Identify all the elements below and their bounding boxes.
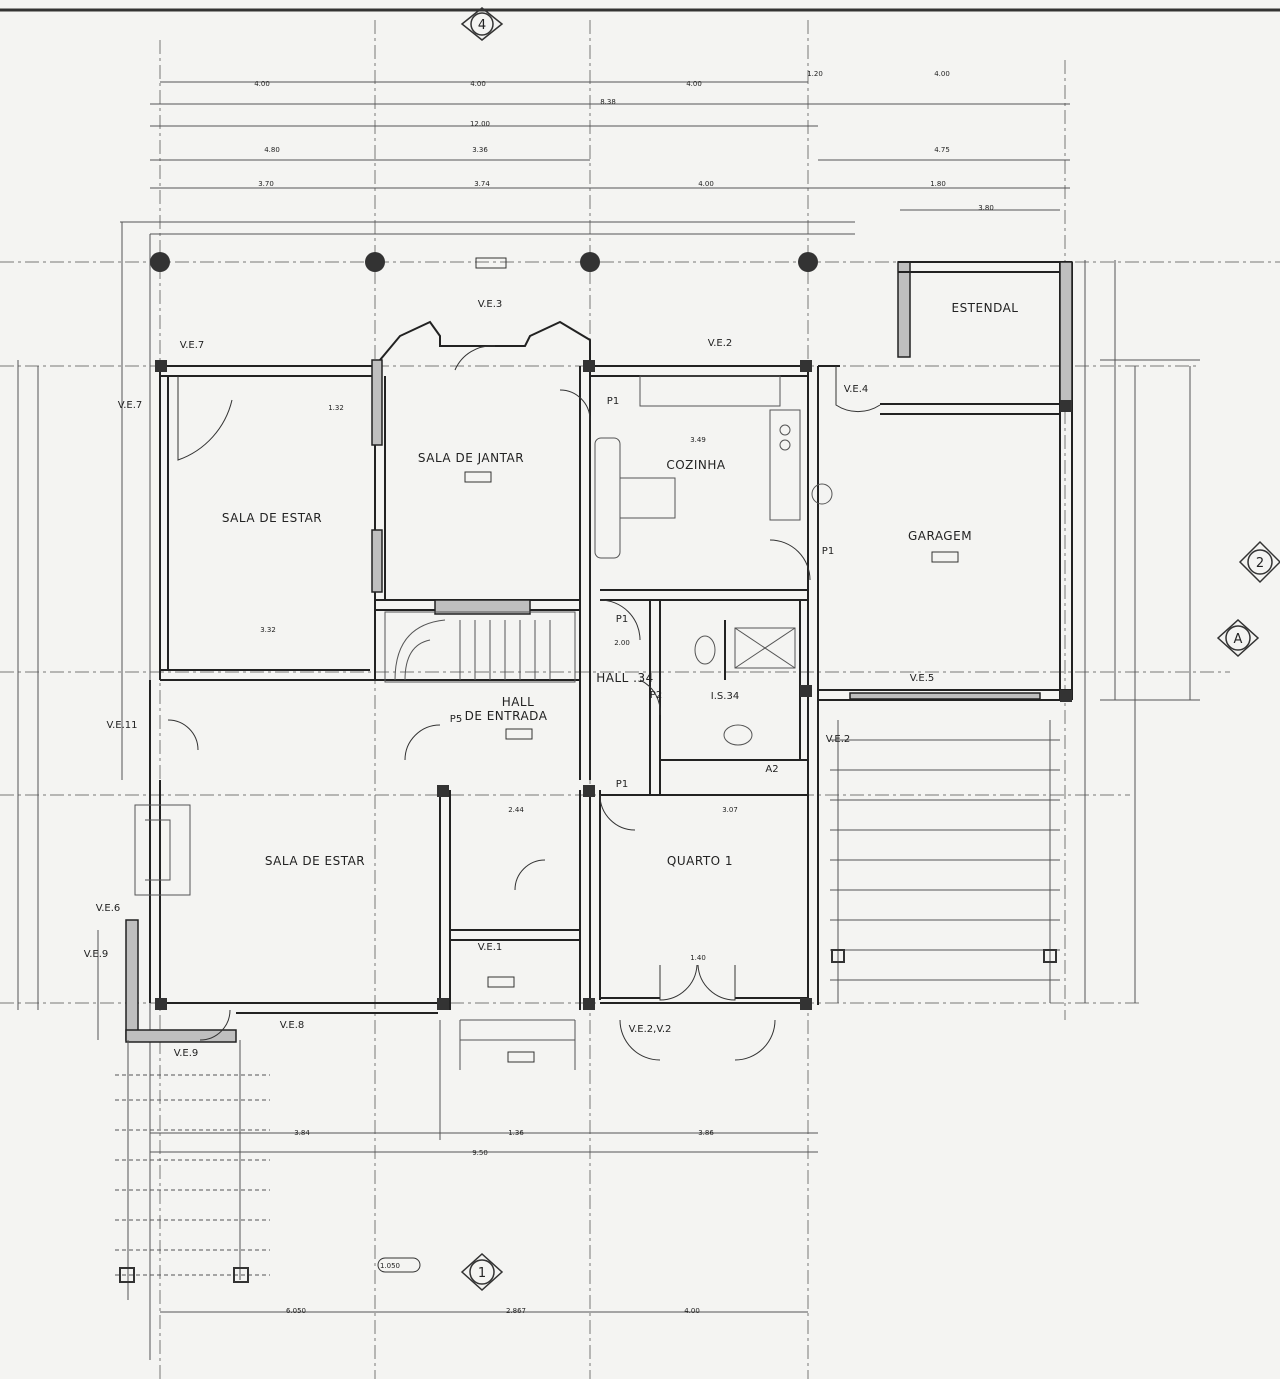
grid-bubble-right: 2 <box>1256 556 1264 571</box>
dim-area-a: 1.32 <box>328 404 344 412</box>
dim-mid-c: 4.75 <box>934 146 950 154</box>
dim-bot-b: 1.36 <box>508 1129 524 1137</box>
dim-base-a: 6.050 <box>286 1307 306 1315</box>
dim-mid-a: 4.80 <box>264 146 280 154</box>
dimension-lines-top <box>120 81 1070 1360</box>
dim-bot-total: 9.50 <box>472 1149 488 1157</box>
dim-row-a: 3.70 <box>258 180 274 188</box>
label-a2: A2 <box>765 764 778 775</box>
label-ve6: V.E.6 <box>96 903 121 914</box>
label-ve11: V.E.11 <box>107 720 138 731</box>
room-sala-de-estar-1: SALA DE ESTAR <box>222 511 322 525</box>
label-p1b: P1 <box>616 614 628 625</box>
dim-row-b: 3.74 <box>474 180 490 188</box>
staircase <box>384 611 576 683</box>
dim-top-b: 4.00 <box>470 80 486 88</box>
exterior-walls <box>149 320 819 1014</box>
room-hall-entrada-line1: HALL <box>502 695 535 709</box>
dim-top-e: 1.20 <box>807 70 823 78</box>
dimension-values: 4.00 4.00 4.00 4.00 1.20 8.38 12.00 4.80… <box>254 70 994 1315</box>
opening-labels: V.E.3 V.E.2 V.E.7 V.E.7 V.E.4 V.E.5 V.E.… <box>84 299 935 1059</box>
door-swings <box>167 345 881 1061</box>
bathroom-fixtures <box>694 627 796 746</box>
dim-area-h: 3.80 <box>978 204 994 212</box>
label-ve4: V.E.4 <box>844 384 869 395</box>
label-ve9b: V.E.9 <box>174 1048 199 1059</box>
grid-bubble-right-a: A <box>1234 632 1243 647</box>
label-ve5: V.E.5 <box>910 673 935 684</box>
dim-bot-a: 3.84 <box>294 1129 310 1137</box>
dim-top-c: 4.00 <box>686 80 702 88</box>
dim-area-c: 2.00 <box>614 639 630 647</box>
columns <box>150 252 818 272</box>
label-ve7: V.E.7 <box>180 340 205 351</box>
dim-top-total: 8.38 <box>600 98 616 106</box>
dim-area-g: 1.40 <box>690 954 706 962</box>
dim-row-c: 4.00 <box>698 180 714 188</box>
room-hall-34: HALL .34 <box>596 671 654 685</box>
label-p1-garage: P1 <box>822 546 834 557</box>
label-p2: P2 <box>650 690 662 701</box>
grid-bubbles: 4 2 A 1 <box>460 7 1280 1292</box>
room-estendal: ESTENDAL <box>951 301 1018 315</box>
grid-bubble-bottom: 1 <box>478 1266 486 1281</box>
label-ve1: V.E.1 <box>478 942 503 953</box>
fireplace <box>134 804 191 896</box>
room-quarto: QUARTO 1 <box>667 854 733 868</box>
pergola-right <box>830 720 1060 1003</box>
dimension-lines-left <box>17 360 99 1040</box>
label-p1a: P1 <box>607 396 619 407</box>
entry-steps <box>459 1019 576 1070</box>
label-ve7b: V.E.7 <box>118 400 143 411</box>
room-tags <box>377 257 959 1273</box>
grid-bubble-top: 4 <box>478 18 486 33</box>
dim-area-b: 3.32 <box>260 626 276 634</box>
label-ve8: V.E.8 <box>280 1020 305 1031</box>
room-sala-de-estar-2: SALA DE ESTAR <box>265 854 365 868</box>
room-garagem: GARAGEM <box>908 529 972 543</box>
room-cozinha: COZINHA <box>666 458 726 472</box>
dim-cota: 1.050 <box>380 1262 400 1270</box>
dim-bot-c: 3.86 <box>698 1129 714 1137</box>
dim-area-d: 3.49 <box>690 436 706 444</box>
room-is: I.S.34 <box>711 691 739 702</box>
dim-base-c: 4.00 <box>684 1307 700 1315</box>
label-ve2-v2: V.E.2,V.2 <box>629 1024 672 1035</box>
room-hall-entrada-line2: DE ENTRADA <box>465 709 548 723</box>
dimension-lines-bottom <box>150 1020 818 1313</box>
dim-mid-b: 3.36 <box>472 146 488 154</box>
grid-lines <box>0 20 1280 1379</box>
pergola-bottom-left <box>115 1040 270 1300</box>
kitchen-fixtures <box>594 375 833 559</box>
label-ve3: V.E.3 <box>478 299 503 310</box>
garage-walls <box>818 261 1073 701</box>
room-sala-de-jantar: SALA DE JANTAR <box>418 451 524 465</box>
label-ve2: V.E.2 <box>708 338 733 349</box>
dim-top-d: 4.00 <box>934 70 950 78</box>
dim-area-e: 2.44 <box>508 806 524 814</box>
label-ve2b: V.E.2 <box>826 734 851 745</box>
room-labels: SALA DE ESTAR SALA DE JANTAR COZINHA GAR… <box>222 301 1018 868</box>
label-ve9: V.E.9 <box>84 949 109 960</box>
dim-row-d: 1.80 <box>930 180 946 188</box>
dimension-lines-right <box>1084 260 1200 1003</box>
dim-top-a: 4.00 <box>254 80 270 88</box>
dim-area-f: 3.07 <box>722 806 738 814</box>
label-p1c: P1 <box>616 779 628 790</box>
dim-base-b: 2.867 <box>506 1307 526 1315</box>
dim-top-total2: 12.00 <box>470 120 490 128</box>
label-p5: P5 <box>450 714 462 725</box>
